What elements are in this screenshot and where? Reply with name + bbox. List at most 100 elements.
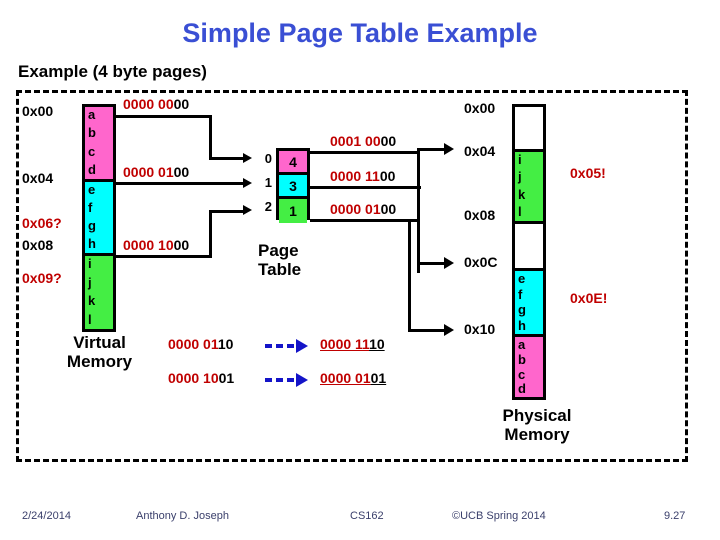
- footer-page: 9.27: [664, 510, 686, 522]
- vm-byte-e: e: [88, 182, 96, 197]
- vm-byte-c: c: [88, 143, 96, 159]
- pm-byte-k: k: [518, 186, 526, 202]
- translation-1-arrow-head: [296, 373, 308, 387]
- footer-course: CS162: [350, 510, 384, 522]
- vm-byte-k: k: [88, 293, 96, 309]
- pm-annotation-0x0E: 0x0E!: [570, 290, 608, 306]
- vm-byte-g: g: [88, 218, 96, 233]
- content-frame: [16, 90, 688, 462]
- vm-byte-a: a: [88, 107, 96, 122]
- virtual-memory-column: a b c d e f g h i j k l: [82, 104, 116, 332]
- translation-0-arrow: [265, 339, 308, 353]
- pm-connector-2-arrow: [444, 324, 454, 336]
- translation-0-arrow-shaft: [265, 344, 295, 348]
- footer-date: 2/24/2014: [22, 510, 71, 522]
- vm-byte-l: l: [88, 311, 92, 327]
- pm-connector-1-stub: [417, 186, 421, 189]
- page-table-entry-1: 3: [279, 175, 307, 199]
- pm-frame-3: e f g h: [515, 271, 543, 337]
- pm-connector-2-v: [408, 219, 411, 332]
- pm-frame-1: i j k l: [515, 152, 543, 224]
- pt-binary-0: 0001 0000: [330, 133, 397, 149]
- vm-address-0x00: 0x00: [22, 103, 54, 119]
- vm-byte-b: b: [88, 125, 96, 141]
- vm-connector-0-v: [209, 115, 212, 160]
- pt-connector-1: [310, 186, 420, 189]
- slide-subtitle: Example (4 byte pages): [18, 62, 207, 81]
- pm-address-0x0C: 0x0C: [464, 254, 498, 270]
- pm-frame-2: [515, 224, 543, 271]
- vm-page-0: a b c d: [85, 107, 113, 182]
- translation-1-arrow-shaft: [265, 378, 295, 382]
- pm-byte-i: i: [518, 152, 522, 167]
- pm-byte-a: a: [518, 337, 526, 352]
- translation-0-result: 0000 1110: [320, 336, 385, 352]
- vm-byte-h: h: [88, 236, 96, 251]
- vm-address-0x09-query: 0x09?: [22, 270, 62, 286]
- footer-copyright: ©UCB Spring 2014: [452, 510, 546, 522]
- pm-address-0x00: 0x00: [464, 100, 496, 116]
- vm-byte-j: j: [88, 274, 92, 290]
- vm-connector-1-h: [116, 182, 244, 185]
- vm-address-0x08: 0x08: [22, 237, 54, 253]
- page-table: 4 3 1: [276, 148, 310, 223]
- vm-page-1: e f g h: [85, 182, 113, 256]
- vm-connector-2-h: [116, 255, 212, 258]
- pm-byte-g: g: [518, 302, 526, 317]
- vm-binary-1: 0000 0100: [123, 164, 190, 180]
- virtual-memory-caption: Virtual Memory: [66, 333, 133, 372]
- pm-byte-e: e: [518, 271, 526, 286]
- pm-byte-h: h: [518, 317, 526, 333]
- pm-connector-0-arrow: [444, 143, 454, 155]
- translation-1-result: 0000 0101: [320, 370, 387, 386]
- vm-connector-0-h: [116, 115, 212, 118]
- pt-connector-0: [310, 151, 420, 154]
- vm-connector-2-v: [209, 210, 212, 258]
- pm-frame-4: a b c d: [515, 337, 543, 397]
- pm-connector-0-h: [417, 148, 447, 151]
- translation-1-source: 0000 1001: [168, 370, 235, 386]
- vm-connector-0-arrow: [243, 153, 252, 163]
- pm-byte-b: b: [518, 351, 526, 367]
- pt-binary-1: 0000 1100: [330, 168, 396, 184]
- pm-byte-d: d: [518, 381, 526, 397]
- page-table-index-1: 1: [264, 175, 272, 190]
- pm-byte-f: f: [518, 286, 523, 302]
- translation-0-source: 0000 0110: [168, 336, 234, 352]
- pm-connector-1-v: [417, 151, 420, 273]
- pm-connector-1-arrow: [444, 257, 454, 269]
- vm-page-2: i j k l: [85, 256, 113, 329]
- pt-connector-2: [310, 219, 420, 222]
- pm-connector-2-h: [408, 329, 447, 332]
- page-title: Simple Page Table Example: [182, 18, 538, 48]
- footer-author: Anthony D. Joseph: [136, 510, 229, 522]
- physical-memory-caption: Physical Memory: [502, 406, 572, 445]
- vm-address-0x06-query: 0x06?: [22, 215, 62, 231]
- vm-binary-0: 0000 0000: [123, 96, 190, 112]
- page-table-index-2: 2: [264, 199, 272, 214]
- vm-connector-1-arrow: [243, 178, 252, 188]
- vm-byte-f: f: [88, 200, 93, 215]
- pm-address-0x10: 0x10: [464, 321, 496, 337]
- vm-byte-d: d: [88, 161, 96, 177]
- pm-annotation-0x05: 0x05!: [570, 165, 606, 181]
- pm-frame-0: [515, 107, 543, 152]
- page-table-caption: Page Table: [258, 241, 302, 280]
- page-table-index-0: 0: [264, 151, 272, 166]
- vm-connector-0-h2: [209, 157, 244, 160]
- vm-byte-i: i: [88, 256, 92, 271]
- pm-connector-1-h: [417, 262, 447, 265]
- pt-binary-2: 0000 0100: [330, 201, 397, 217]
- translation-0-arrow-head: [296, 339, 308, 353]
- vm-connector-2-arrow: [243, 205, 252, 215]
- vm-address-0x04: 0x04: [22, 170, 54, 186]
- pm-address-0x04: 0x04: [464, 143, 496, 159]
- physical-memory-column: i j k l e f g h a b c d: [512, 104, 546, 400]
- page-table-entry-2: 1: [279, 199, 307, 223]
- vm-binary-2: 0000 1000: [123, 237, 190, 253]
- translation-1-arrow: [265, 373, 308, 387]
- pm-byte-c: c: [518, 366, 526, 382]
- pm-byte-j: j: [518, 169, 522, 185]
- vm-connector-2-h2: [209, 210, 244, 213]
- page-table-entry-0: 4: [279, 151, 307, 175]
